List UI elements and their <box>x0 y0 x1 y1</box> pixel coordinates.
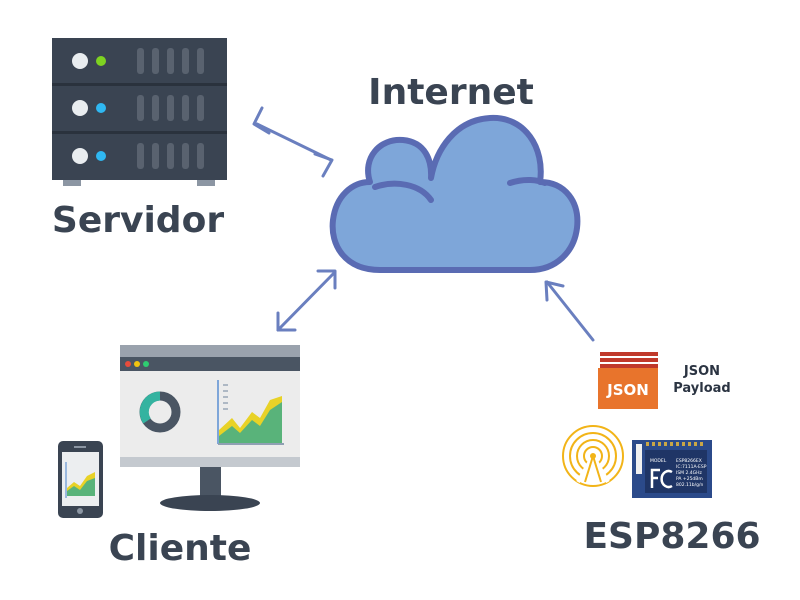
server-internet-arrow <box>252 106 334 178</box>
cloud-icon <box>329 114 581 273</box>
server-label: Servidor <box>52 200 224 241</box>
payload-label-line1: JSON <box>683 364 720 379</box>
phone-icon <box>58 441 103 518</box>
internet-label: Internet <box>368 72 534 113</box>
donut-chart-icon <box>139 391 181 433</box>
payload-label-line2: Payload <box>673 381 731 396</box>
module-line2-text: IC:7111A-ESP <box>676 464 707 470</box>
wifi-signal-icon <box>562 425 624 487</box>
fcc-logo-icon <box>650 468 673 489</box>
module-model-text: MODEL <box>650 458 667 464</box>
module-line3-text: ISM 2.4GHz <box>676 470 703 476</box>
area-chart-icon <box>217 380 284 445</box>
json-file-icon: JSON <box>598 352 658 409</box>
device-internet-arrow <box>544 280 595 342</box>
module-line1-text: ESP8266EX <box>676 458 702 464</box>
device-label: ESP8266 <box>583 516 760 557</box>
esp8266-module-icon: MODEL ESP8266EX IC:7111A-ESP ISM 2.4GHz … <box>632 440 712 498</box>
module-line4-text: PA +25dBm <box>676 476 703 482</box>
monitor-icon <box>120 345 300 511</box>
client-label: Cliente <box>109 528 252 569</box>
server-icon <box>52 38 227 186</box>
module-line5-text: 802.11b/g/n <box>676 482 703 488</box>
json-badge-text: JSON <box>606 381 649 399</box>
client-internet-arrow <box>276 269 337 332</box>
